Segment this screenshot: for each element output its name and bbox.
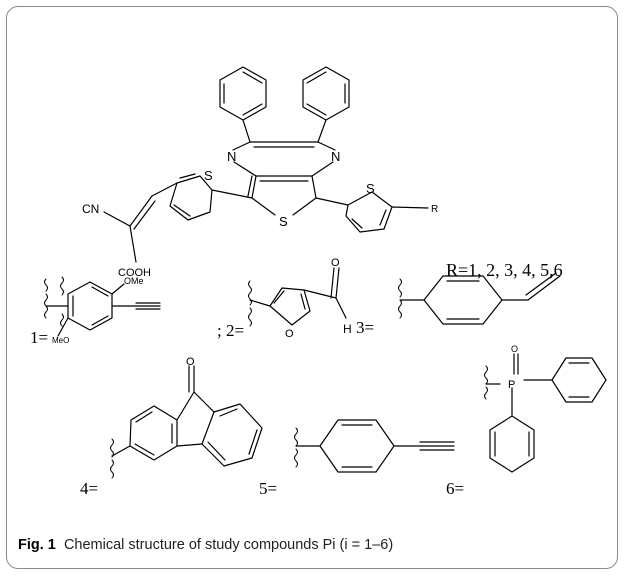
- figure-frame: [6, 6, 618, 569]
- label-substituent-4: 4=: [80, 479, 98, 498]
- figure-caption-text: Chemical structure of study compounds Pi…: [63, 537, 394, 553]
- label-substituent-3: 3=: [356, 318, 374, 337]
- label-s-right-thiophene: S: [366, 181, 375, 196]
- substituent-2: [248, 267, 347, 327]
- thiophene-left: [151, 173, 253, 221]
- label-furan-o: O: [285, 328, 294, 340]
- thieno-core: [247, 175, 317, 216]
- substituent-1: [44, 276, 161, 337]
- substituent-4: [110, 365, 263, 479]
- substituent-3: [398, 272, 561, 325]
- thiophene-right: [315, 191, 429, 233]
- cyanoacrylic-acid: [103, 195, 156, 263]
- label-phosphorus: P: [508, 379, 515, 391]
- phenyl-ring-right: [302, 66, 350, 121]
- label-s-left-thiophene: S: [204, 168, 213, 183]
- label-cooh: COOH: [118, 267, 151, 279]
- label-phosphine-o: O: [511, 344, 518, 354]
- label-meo: MeO: [52, 336, 69, 345]
- label-substituent-2: ; 2=: [217, 321, 244, 340]
- label-substituent-5: 5=: [259, 479, 277, 498]
- label-cn: CN: [82, 202, 99, 216]
- pyrazine-ring: [232, 119, 336, 182]
- label-substituent-1: 1=: [30, 328, 48, 347]
- label-s-core: S: [279, 214, 288, 229]
- label-fluorenone-o: O: [186, 356, 195, 368]
- figure-caption: Fig. 1 Chemical structure of study compo…: [18, 537, 393, 553]
- label-aldehyde-h: H: [343, 322, 352, 336]
- label-n-right: N: [331, 149, 340, 164]
- label-r-values: R=1, 2, 3, 4, 5,6: [446, 260, 563, 280]
- figure-number: Fig. 1: [18, 537, 56, 553]
- label-substituent-6: 6=: [446, 479, 464, 498]
- label-r: R: [431, 204, 438, 215]
- label-carbonyl-o: O: [331, 257, 340, 269]
- phenyl-ring-left: [219, 66, 267, 121]
- substituent-6: [484, 353, 607, 473]
- label-ome: OMe: [124, 276, 144, 286]
- label-n-left: N: [227, 149, 236, 164]
- substituent-5: [294, 419, 455, 473]
